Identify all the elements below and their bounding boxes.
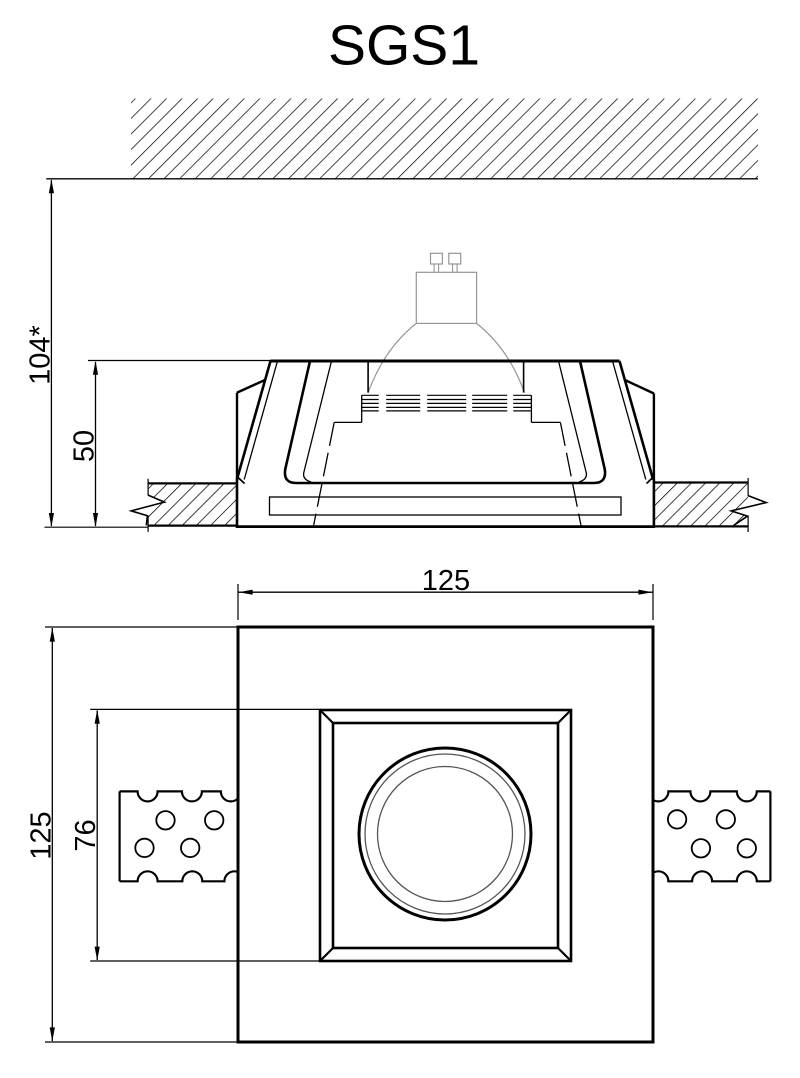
svg-text:SGS1: SGS1	[328, 14, 480, 78]
svg-text:76: 76	[70, 819, 102, 851]
svg-text:125: 125	[25, 811, 57, 859]
svg-text:104*: 104*	[24, 325, 56, 385]
svg-text:125: 125	[422, 565, 470, 597]
svg-text:50: 50	[68, 430, 100, 462]
